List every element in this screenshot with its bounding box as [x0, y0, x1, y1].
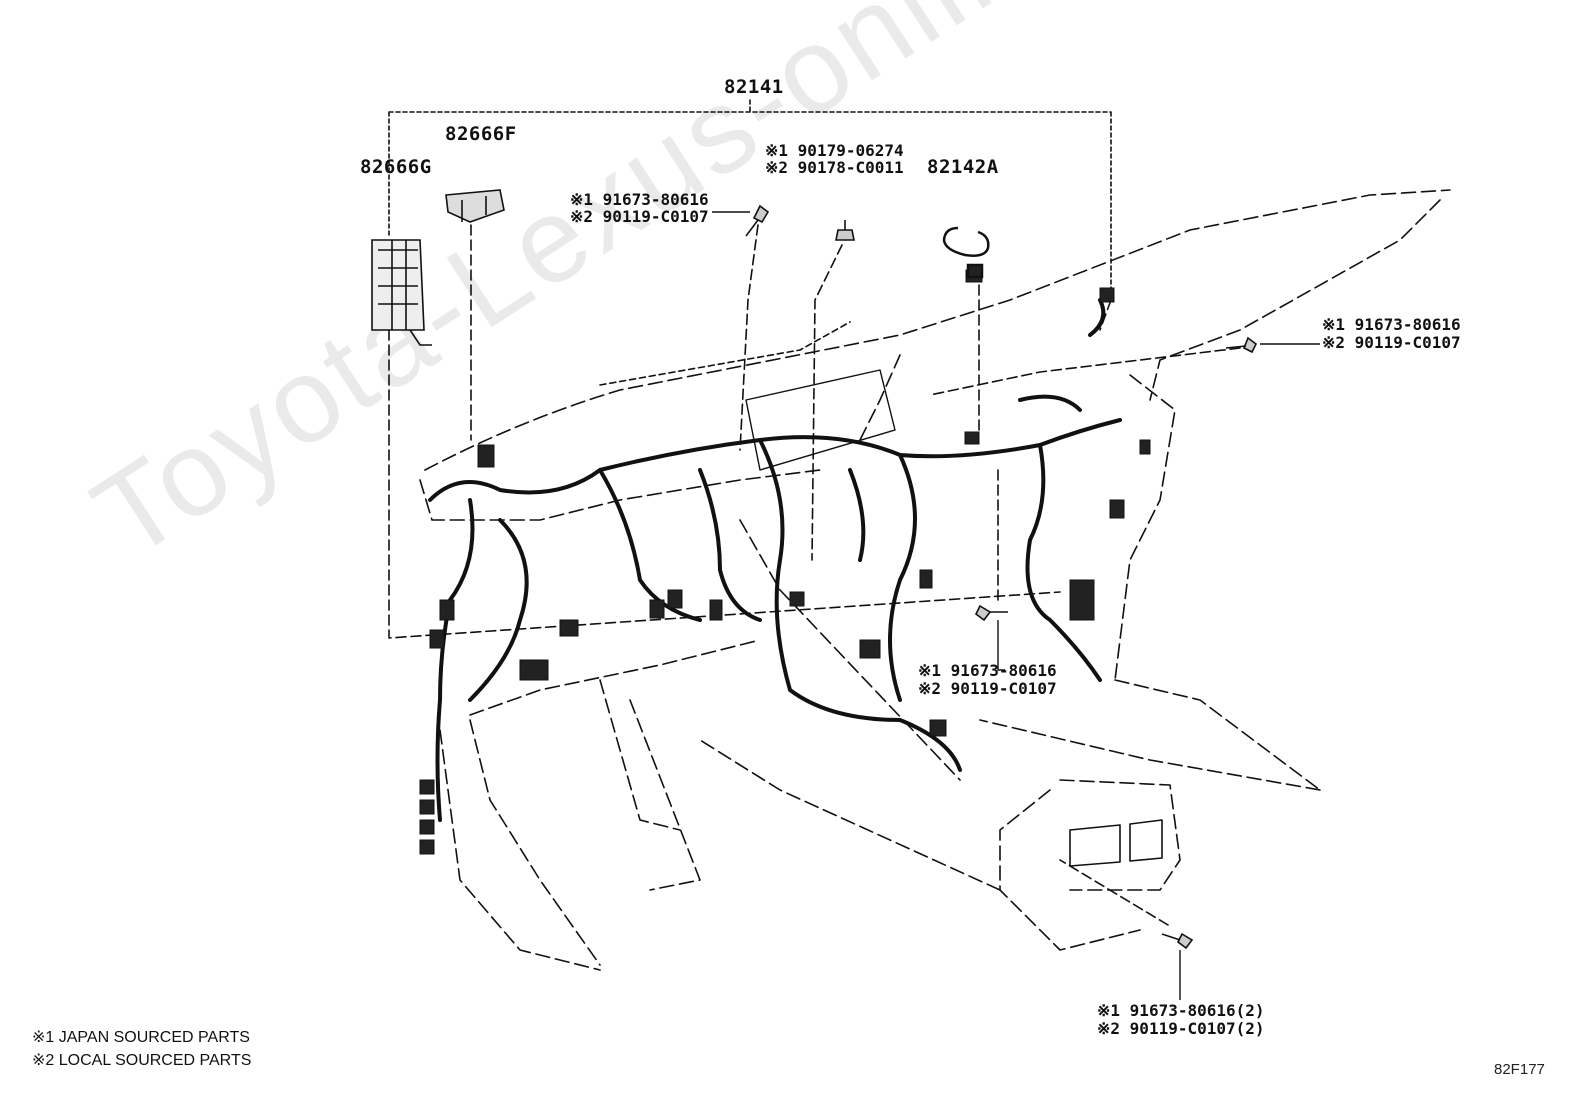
bolt-icons	[745, 204, 1258, 950]
leader-lines	[388, 224, 1241, 926]
legend-note-japan: ※1 JAPAN SOURCED PARTS	[32, 1029, 250, 1046]
part-82666F	[445, 189, 505, 223]
part-number-82666F: 82666F	[445, 123, 517, 145]
diagram-code: 82F177	[1494, 1061, 1545, 1078]
part-number-82141: 82141	[724, 76, 784, 98]
ref-mid-1: ※1 91673-80616	[918, 661, 1057, 680]
vent-left	[599, 321, 851, 386]
dashboard-outline	[419, 189, 1451, 971]
part-82142A	[942, 226, 990, 279]
ref-upper-left-1: ※1 91673-80616	[570, 190, 709, 209]
wire-harness	[428, 298, 1122, 822]
part-number-82142A: 82142A	[927, 156, 999, 178]
legend-note-local: ※2 LOCAL SOURCED PARTS	[32, 1052, 252, 1069]
ref-upper-center-2: ※2 90178-C0011	[765, 158, 904, 177]
label-leaders	[712, 211, 1320, 1000]
part-82666G	[371, 239, 432, 346]
bracket-82141	[388, 99, 1112, 293]
ref-right-1: ※1 91673-80616	[1322, 315, 1461, 334]
console-box	[1069, 819, 1163, 867]
ref-upper-left-2: ※2 90119-C0107	[570, 207, 709, 226]
ref-right-2: ※2 90119-C0107	[1322, 333, 1461, 352]
ref-bottom-1: ※1 91673-80616(2)	[1097, 1001, 1265, 1020]
ref-bottom-2: ※2 90119-C0107(2)	[1097, 1019, 1265, 1038]
display-panel	[745, 369, 896, 471]
part-number-82666G: 82666G	[360, 156, 432, 178]
ref-upper-center-1: ※1 90179-06274	[765, 141, 904, 160]
clip-icon	[835, 220, 855, 241]
ref-mid-2: ※2 90119-C0107	[918, 679, 1057, 698]
